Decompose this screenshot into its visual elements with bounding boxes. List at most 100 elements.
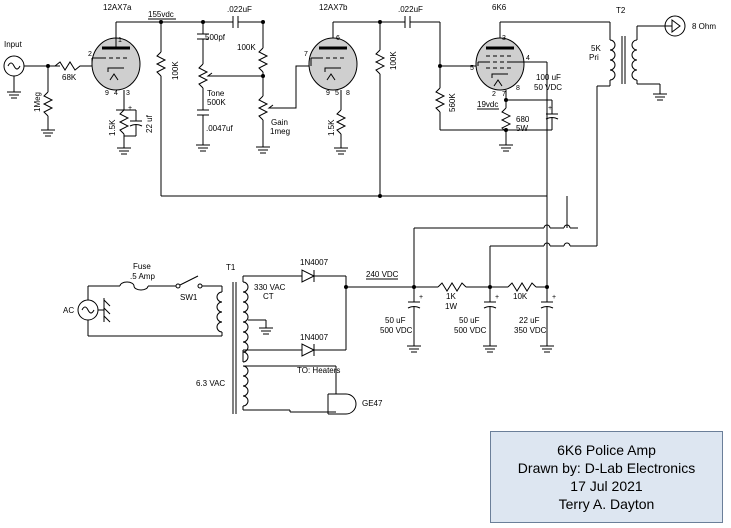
- v2-cathode-r-label: 1.5K: [327, 119, 336, 136]
- fuse-label: Fuse: [133, 262, 151, 271]
- r680-label: 680: [516, 115, 530, 124]
- coupling-cap-a: [232, 16, 263, 28]
- c022b-label: .022uF: [398, 5, 423, 14]
- c2-label: 50 uF: [459, 316, 480, 325]
- v1-plate-resistor: [155, 22, 167, 196]
- filter-cap-1: [407, 287, 421, 353]
- gain-value: 1meg: [270, 127, 290, 136]
- v2-pin8: 8: [346, 90, 350, 97]
- v1-pin1: 1: [118, 37, 122, 44]
- c0047-label: .0047uf: [206, 124, 233, 133]
- coupling-cap-b: [404, 16, 441, 66]
- t2-label: T2: [616, 6, 626, 15]
- input-label: Input: [4, 40, 23, 49]
- v1-cathode-r-label: 1.5K: [108, 119, 117, 136]
- c3-label: 22 uF: [519, 316, 540, 325]
- resistor-1k: [437, 282, 508, 292]
- title-line-4: Terry A. Dayton: [558, 496, 655, 512]
- output-transformer: [596, 25, 667, 246]
- heater-voltage: 6.3 VAC: [196, 379, 225, 388]
- v2-cathode-resistor: [334, 109, 348, 155]
- b-plus-voltage: 240 VDC: [366, 270, 399, 279]
- ge47-label: GE47: [362, 399, 383, 408]
- tone-label: Tone: [207, 89, 225, 98]
- v3-cathode-cap: [506, 100, 559, 131]
- r100k-b-label: 100K: [237, 43, 256, 52]
- ac-source: [77, 286, 111, 336]
- c500pf-label: 500pf: [205, 33, 226, 42]
- input-resistor-1meg: [41, 66, 55, 137]
- tone-pot[interactable]: [197, 63, 218, 110]
- tube-v1: [91, 37, 141, 91]
- r560k-label: 560K: [448, 93, 457, 112]
- v2-name: 12AX7b: [319, 3, 348, 12]
- r10k-label: 10K: [513, 292, 528, 301]
- c1-plus: +: [419, 294, 423, 301]
- title-line-2: Drawn by: D-Lab Electronics: [517, 460, 696, 476]
- r100k-a-label: 100K: [171, 61, 180, 80]
- v2-pin7: 7: [304, 51, 308, 58]
- t2-pri-label: 5K: [591, 44, 601, 53]
- tone-resistor-100k: [257, 22, 269, 96]
- fuse-value: .5 Amp: [130, 272, 155, 281]
- c100uf-voltage: 50 VDC: [534, 83, 562, 92]
- power-switch[interactable]: [175, 275, 203, 289]
- c2-voltage: 500 VDC: [454, 326, 487, 335]
- d2-label: 1N4007: [300, 333, 329, 342]
- title-line-3: 17 Jul 2021: [570, 478, 643, 494]
- input-jack: [3, 55, 60, 99]
- power-transformer: [216, 275, 336, 414]
- diode-2: [301, 343, 346, 357]
- c3-plus: +: [552, 294, 556, 301]
- v3-cap-plus: +: [548, 105, 552, 112]
- r680-watt: 5W: [516, 124, 528, 133]
- v2-pin9: 9: [326, 90, 330, 97]
- v1-pin4: 4: [114, 90, 118, 97]
- v3-pin7: 7: [502, 91, 506, 98]
- d1-label: 1N4007: [300, 258, 329, 267]
- filter-cap-2: [483, 287, 497, 353]
- v1-pin9: 9: [105, 90, 109, 97]
- v3-name: 6K6: [492, 3, 507, 12]
- gain-pot[interactable]: [256, 95, 286, 154]
- tone-value: 500K: [207, 98, 226, 107]
- v3-pin5: 5: [470, 65, 474, 72]
- v1-plate-voltage: 155vdc: [148, 10, 174, 19]
- t2-pri-label2: Pri: [589, 53, 599, 62]
- v1-pin2: 2: [88, 51, 92, 58]
- v1-name: 12AX7a: [103, 3, 132, 12]
- r1k-label: 1K: [446, 292, 456, 301]
- v2-pin5: 5: [335, 90, 339, 97]
- resistor-10k: [507, 282, 547, 292]
- v3-cathode-resistor: [499, 100, 513, 152]
- grid-resistor-68k: [54, 61, 92, 71]
- title-line-1: 6K6 Police Amp: [557, 442, 656, 458]
- title-block: 6K6 Police Amp Drawn by: D-Lab Electroni…: [490, 431, 723, 523]
- v2-pin6: 6: [336, 35, 340, 42]
- t1-label: T1: [226, 263, 236, 272]
- v3-pin4: 4: [526, 55, 530, 62]
- c2-plus: +: [495, 294, 499, 301]
- v1-cathode-cap: [124, 110, 143, 137]
- r1meg-label: 1Meg: [33, 92, 42, 112]
- gain-label: Gain: [271, 118, 288, 127]
- v1-cap-plus: +: [128, 105, 132, 112]
- tube-v3: [475, 37, 525, 91]
- cap-500pf: [197, 33, 209, 64]
- t1-ct: CT: [263, 292, 274, 301]
- v1-cathode-resistor: [117, 109, 131, 155]
- diode-1: [301, 269, 346, 283]
- v3-pin2: 2: [492, 91, 496, 98]
- v3-pin8: 8: [516, 85, 520, 92]
- c022a-label: .022uF: [227, 5, 252, 14]
- sw1-label: SW1: [180, 293, 198, 302]
- v3-pin3: 3: [502, 35, 506, 42]
- v1-pin3: 3: [126, 90, 130, 97]
- c1-label: 50 uF: [385, 316, 406, 325]
- r68k-label: 68K: [62, 73, 77, 82]
- speaker: [664, 15, 686, 37]
- v1-cathode-c-label: 22 uf: [145, 114, 154, 133]
- c1-voltage: 500 VDC: [380, 326, 413, 335]
- grid-resistor-560k: [434, 66, 506, 131]
